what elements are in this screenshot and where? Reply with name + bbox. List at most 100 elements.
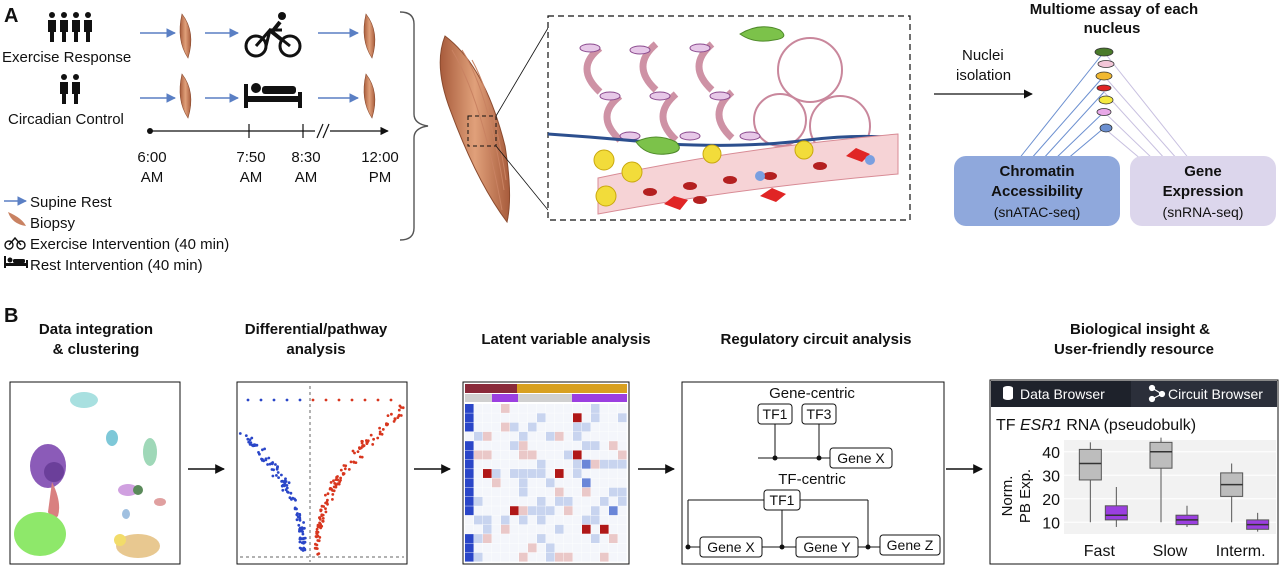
tab-data-browser[interactable]: Data Browser: [1020, 386, 1105, 402]
heatmap-cell: [492, 450, 501, 460]
heatmap-cell: [492, 552, 501, 562]
volcano-point: [244, 434, 248, 437]
volcano-point: [322, 505, 325, 508]
heatmap-cell: [474, 543, 483, 553]
gene-l3: (snRNA-seq): [1163, 204, 1244, 220]
heatmap-cell: [483, 469, 492, 478]
heatmap-cell: [501, 469, 510, 478]
heatmap-cell: [573, 506, 582, 516]
heatmap-cell: [528, 552, 537, 562]
volcano-point: [339, 478, 342, 482]
timeline-start-dot: [147, 128, 153, 134]
volcano-point: [318, 536, 322, 539]
heatmap-cell: [591, 506, 600, 516]
volcano-point: [259, 398, 263, 402]
heatmap-cell: [609, 469, 618, 478]
heatmap-cell: [528, 478, 537, 488]
heatmap-cell: [564, 459, 573, 469]
heatmap-cell: [618, 534, 627, 544]
volcano-point: [283, 484, 286, 488]
volcano-point: [298, 517, 302, 521]
heatmap-cell: [591, 404, 600, 413]
heatmap-cell: [555, 496, 564, 506]
heatmap-cell: [510, 515, 519, 525]
heatmap-cell: [465, 478, 474, 488]
heatmap-cell: [492, 404, 501, 413]
brace: [399, 11, 429, 241]
heatmap-cell: [519, 478, 528, 488]
heatmap-cell: [537, 552, 546, 562]
heatmap-cell: [609, 496, 618, 506]
heatmap-cell: [519, 515, 528, 525]
bed-icon: [244, 83, 302, 108]
volcano-point: [263, 447, 266, 451]
volcano-point: [335, 475, 338, 479]
chromatin-l3: (snATAC-seq): [994, 204, 1081, 220]
heatmap-cell: [600, 506, 609, 516]
heatmap-cell: [591, 552, 600, 562]
volcano-point: [251, 444, 255, 448]
heatmap-cell: [465, 534, 474, 544]
heatmap-cell: [483, 450, 492, 460]
time-ampm: AM: [295, 169, 318, 186]
time-ampm: AM: [240, 169, 263, 186]
volcano-point: [272, 468, 275, 472]
time-label: 6:00: [137, 149, 166, 166]
heatmap-cell: [591, 431, 600, 441]
gene-x-label: Gene X: [707, 539, 755, 555]
volcano-point: [301, 532, 305, 536]
volcano-point: [393, 418, 397, 421]
heatmap-cell: [573, 459, 582, 469]
heatmap-cell: [546, 422, 555, 432]
heatmap-cell: [591, 496, 600, 506]
heatmap-cell: [465, 487, 474, 497]
heatmap-cell: [618, 431, 627, 441]
volcano-point: [361, 444, 365, 448]
heatmap-cell: [609, 450, 618, 460]
volcano-point: [282, 480, 286, 484]
time-label: 8:30: [291, 149, 320, 166]
heatmap-cell: [528, 431, 537, 441]
heatmap-cell: [501, 552, 510, 562]
heatmap-cell: [483, 543, 492, 553]
time-ampm: PM: [369, 169, 392, 186]
heatmap-cell: [465, 515, 474, 525]
heatmap-cell: [618, 515, 627, 525]
box: [1149, 441, 1173, 469]
legend-label: Rest Intervention (40 min): [30, 257, 203, 274]
heatmap-cell: [555, 422, 564, 432]
heatmap-cell: [474, 496, 483, 506]
tab-circuit-browser[interactable]: Circuit Browser: [1168, 386, 1263, 402]
heatmap-cell: [537, 450, 546, 460]
heatmap-cell: [465, 543, 474, 553]
heatmap-cell: [609, 422, 618, 432]
database-icon: [1003, 386, 1013, 400]
tf3-label: TF3: [807, 406, 832, 422]
heatmap-cell: [600, 413, 609, 423]
heatmap-cell: [555, 459, 564, 469]
heatmap-cell: [600, 422, 609, 432]
heatmap-cell: [555, 478, 564, 488]
heatmap-cell: [492, 496, 501, 506]
volcano-point: [332, 489, 336, 493]
volcano-point: [298, 537, 302, 541]
heatmap-cell: [483, 487, 492, 497]
heatmap-cell: [483, 413, 492, 423]
heatmap-cell: [609, 534, 618, 544]
step-title: Biological insight &: [1070, 321, 1210, 338]
volcano-point: [303, 547, 307, 551]
heatmap-cell: [537, 524, 546, 534]
heatmap-cell: [618, 404, 627, 413]
heatmap-cell: [564, 552, 573, 562]
heatmap-cell: [555, 413, 564, 423]
heatmap-cell: [600, 459, 609, 469]
heatmap-cell: [474, 534, 483, 544]
volcano-point: [284, 477, 287, 481]
heatmap-cell: [618, 487, 627, 497]
heatmap-cell: [582, 543, 591, 553]
x-tick-label: Interm.: [1216, 543, 1266, 560]
heatmap-cell: [474, 404, 483, 413]
heatmap-cell: [609, 487, 618, 497]
volcano-point: [275, 474, 278, 477]
volcano-point: [356, 450, 360, 453]
